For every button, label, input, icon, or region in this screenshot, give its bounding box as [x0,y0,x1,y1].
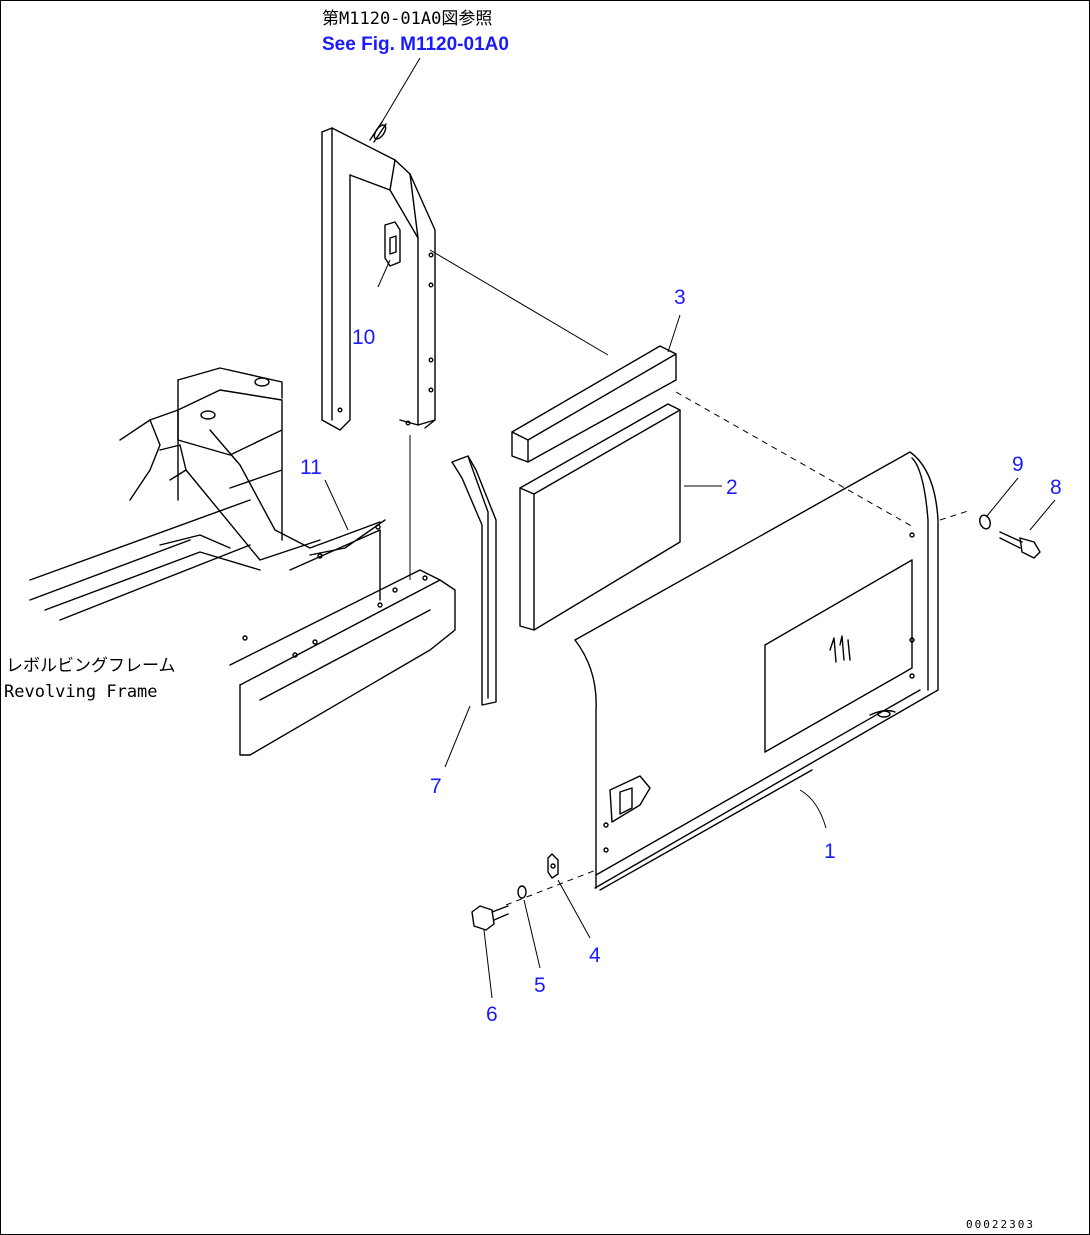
callout-1: 1 [824,840,836,863]
document-number: 00022303 [966,1218,1035,1231]
callout-10: 10 [352,326,375,349]
washer-9 [979,514,991,530]
side-door [574,451,939,891]
guide-door-bolt [939,510,969,521]
callout-8: 8 [1050,476,1062,499]
callout-5: 5 [534,974,546,997]
callout-3: 3 [674,286,686,309]
guide-lower-bolt [505,869,597,906]
leader-6 [483,929,493,999]
leader-3 [667,314,681,353]
guide-pad-door [675,391,916,529]
leader-1 [799,789,827,829]
leader-11 [324,479,349,531]
pad-strip [511,345,677,463]
callout-9: 9 [1012,453,1024,476]
frame-label-jp: レボルビングフレーム [6,656,176,676]
washer-5 [517,885,527,899]
reference-jp: 第M1120-01A0図参照 [322,9,492,29]
seal-strip [451,455,497,706]
guide-bracket-pad [429,249,609,356]
reference-en: See Fig. M1120-01A0 [322,34,509,55]
callout-11: 11 [300,456,322,479]
reference-leader [381,57,421,123]
leader-7 [444,705,471,768]
top-bolt [369,121,387,143]
callout-7: 7 [430,775,442,798]
callout-labels: 1 2 3 4 5 6 7 8 9 10 11 [300,286,1062,1026]
revolving-frame [29,367,456,756]
bolt-8 [999,531,1041,559]
leader-5 [523,899,541,969]
callout-6: 6 [486,1003,498,1026]
leader-8 [1029,499,1056,531]
bolt-6 [471,905,509,931]
callout-2: 2 [726,476,738,499]
leader-9 [986,477,1019,517]
leader-4 [557,879,591,939]
callout-4: 4 [589,944,601,967]
insulation-pad [519,403,681,631]
bracket-support [321,127,436,431]
clip-4 [547,853,559,879]
leader-10 [377,259,391,288]
frame-label-en: Revolving Frame [4,682,158,702]
